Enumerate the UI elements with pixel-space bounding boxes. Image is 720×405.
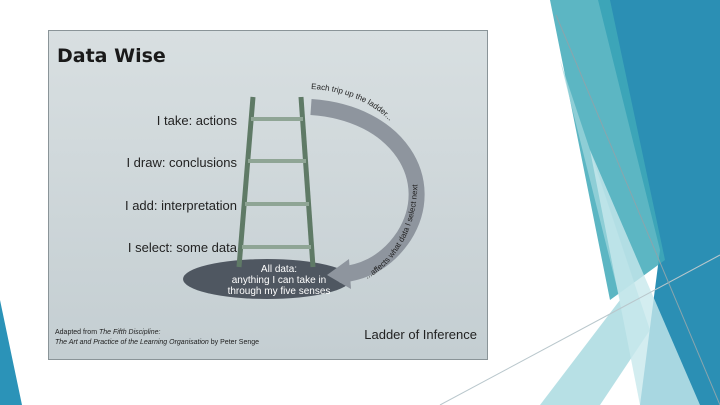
decorative-line (439, 254, 720, 405)
rung-label-actions: I take: actions (156, 113, 237, 128)
left-accent-shape (0, 300, 22, 405)
right-accent-shape-teal (550, 0, 665, 300)
ladder-of-inference-figure: Data Wise Each trip up the ladder... ...… (48, 30, 488, 360)
right-accent-shape-light (540, 60, 650, 405)
credit-subtitle: The Art and Practice of the Learning Org… (55, 339, 209, 346)
feedback-arrowhead (327, 259, 351, 289)
right-accent-shape-pale (590, 150, 700, 405)
ladder-diagram: Each trip up the ladder... ...affects wh… (183, 82, 425, 299)
pool-label: All data: anything I can take in through… (189, 264, 369, 297)
pool-line-2: anything I can take in (231, 275, 327, 286)
credit-prefix: Adapted from (55, 329, 99, 336)
credit-book-title: The Fifth Discipline: (98, 329, 161, 336)
rung-label-interpretation: I add: interpretation (124, 198, 237, 213)
credit-author: by Peter Senge (208, 339, 260, 346)
feedback-arrow (310, 99, 425, 283)
ladder-rail-left (236, 96, 256, 268)
pool-line-1: All data: (260, 264, 298, 275)
rung-label-select-data: I select: some data (127, 240, 237, 255)
decorative-line-2 (555, 14, 720, 405)
source-credit: Adapted from The Fifth Discipline: The A… (55, 328, 259, 348)
data-pool (183, 259, 351, 299)
ladder-rail-right (298, 96, 316, 268)
pool-line-3: through my five senses (227, 286, 331, 297)
figure-caption: Ladder of Inference (364, 327, 477, 342)
figure-title: Data Wise (57, 45, 166, 67)
rung-label-conclusions: I draw: conclusions (126, 155, 237, 170)
